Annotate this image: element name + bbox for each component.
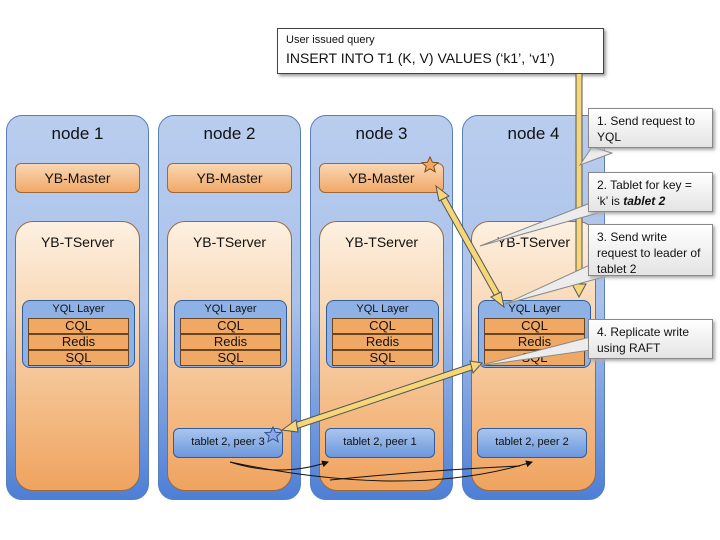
yql-layer: YQL Layer CQL Redis SQL <box>22 300 135 368</box>
yb-tserver: YB-TServer YQL Layer CQL Redis SQL table… <box>319 221 444 491</box>
note-step-1: 1. Send request to YQL <box>588 108 713 148</box>
query-caption: User issued query <box>286 34 375 46</box>
note-step-4: 4. Replicate write using RAFT <box>588 319 713 359</box>
tablet-leader-star-icon <box>263 425 283 443</box>
note-step-2-emphasis: tablet 2 <box>623 194 666 208</box>
tablet-2-peer-1: tablet 2, peer 1 <box>325 428 435 458</box>
query-statement: INSERT INTO T1 (K, V) VALUES (‘k1’, ‘v1’… <box>286 50 555 66</box>
yb-master-leader: YB-Master <box>319 163 444 193</box>
cql-layer: CQL <box>28 318 129 334</box>
cql-layer: CQL <box>332 318 433 334</box>
yb-master: YB-Master <box>167 163 292 193</box>
tserver-title: YB-TServer <box>344 234 419 250</box>
redis-layer: Redis <box>180 334 281 350</box>
tserver-title: YB-TServer <box>496 234 571 250</box>
yql-layer: YQL Layer CQL Redis SQL <box>174 300 287 368</box>
node-3: node 3 YB-Master YB-TServer YQL Layer CQ… <box>310 115 453 500</box>
node-2: node 2 YB-Master YB-TServer YQL Layer CQ… <box>158 115 301 500</box>
sql-layer: SQL <box>28 350 129 366</box>
yql-layer-title: YQL Layer <box>508 303 561 315</box>
cql-layer: CQL <box>180 318 281 334</box>
redis-layer: Redis <box>332 334 433 350</box>
sql-layer: SQL <box>180 350 281 366</box>
yql-layer: YQL Layer CQL Redis SQL <box>326 300 439 368</box>
yb-master: YB-Master <box>15 163 140 193</box>
note-step-2-text: 2. Tablet for key = ‘k’ is <box>597 178 692 208</box>
note-step-2: 2. Tablet for key = ‘k’ is tablet 2 <box>588 172 713 212</box>
sql-layer: SQL <box>332 350 433 366</box>
user-query-box: User issued query INSERT INTO T1 (K, V) … <box>277 28 604 74</box>
yql-layer-title: YQL Layer <box>356 303 409 315</box>
tserver-title: YB-TServer <box>40 234 115 250</box>
node-title: node 2 <box>203 124 256 143</box>
node-title: node 4 <box>507 124 560 143</box>
redis-layer: Redis <box>28 334 129 350</box>
yql-layer-title: YQL Layer <box>52 303 105 315</box>
raft-replication-arrows <box>229 460 533 482</box>
yb-tserver: YB-TServer YQL Layer CQL Redis SQL <box>15 221 140 491</box>
tablet-2-peer-2: tablet 2, peer 2 <box>477 428 587 458</box>
node-4: node 4 YB-TServer YQL Layer CQL Redis SQ… <box>462 115 605 500</box>
arrow-send-request <box>571 74 587 299</box>
leader-star-icon <box>420 155 440 173</box>
node-title: node 3 <box>355 124 408 143</box>
note-step-3: 3. Send write request to leader of table… <box>588 224 713 276</box>
node-1: node 1 YB-Master YB-TServer YQL Layer CQ… <box>6 115 149 500</box>
yb-tserver: YB-TServer YQL Layer CQL Redis SQL table… <box>167 221 292 491</box>
node-title: node 1 <box>51 124 104 143</box>
yb-tserver: YB-TServer YQL Layer CQL Redis SQL table… <box>471 221 596 491</box>
arrow-write-to-leader <box>280 360 483 433</box>
arrow-master-lookup <box>435 184 505 309</box>
tserver-title: YB-TServer <box>192 234 267 250</box>
cql-layer: CQL <box>484 318 585 334</box>
yql-layer-title: YQL Layer <box>204 303 257 315</box>
